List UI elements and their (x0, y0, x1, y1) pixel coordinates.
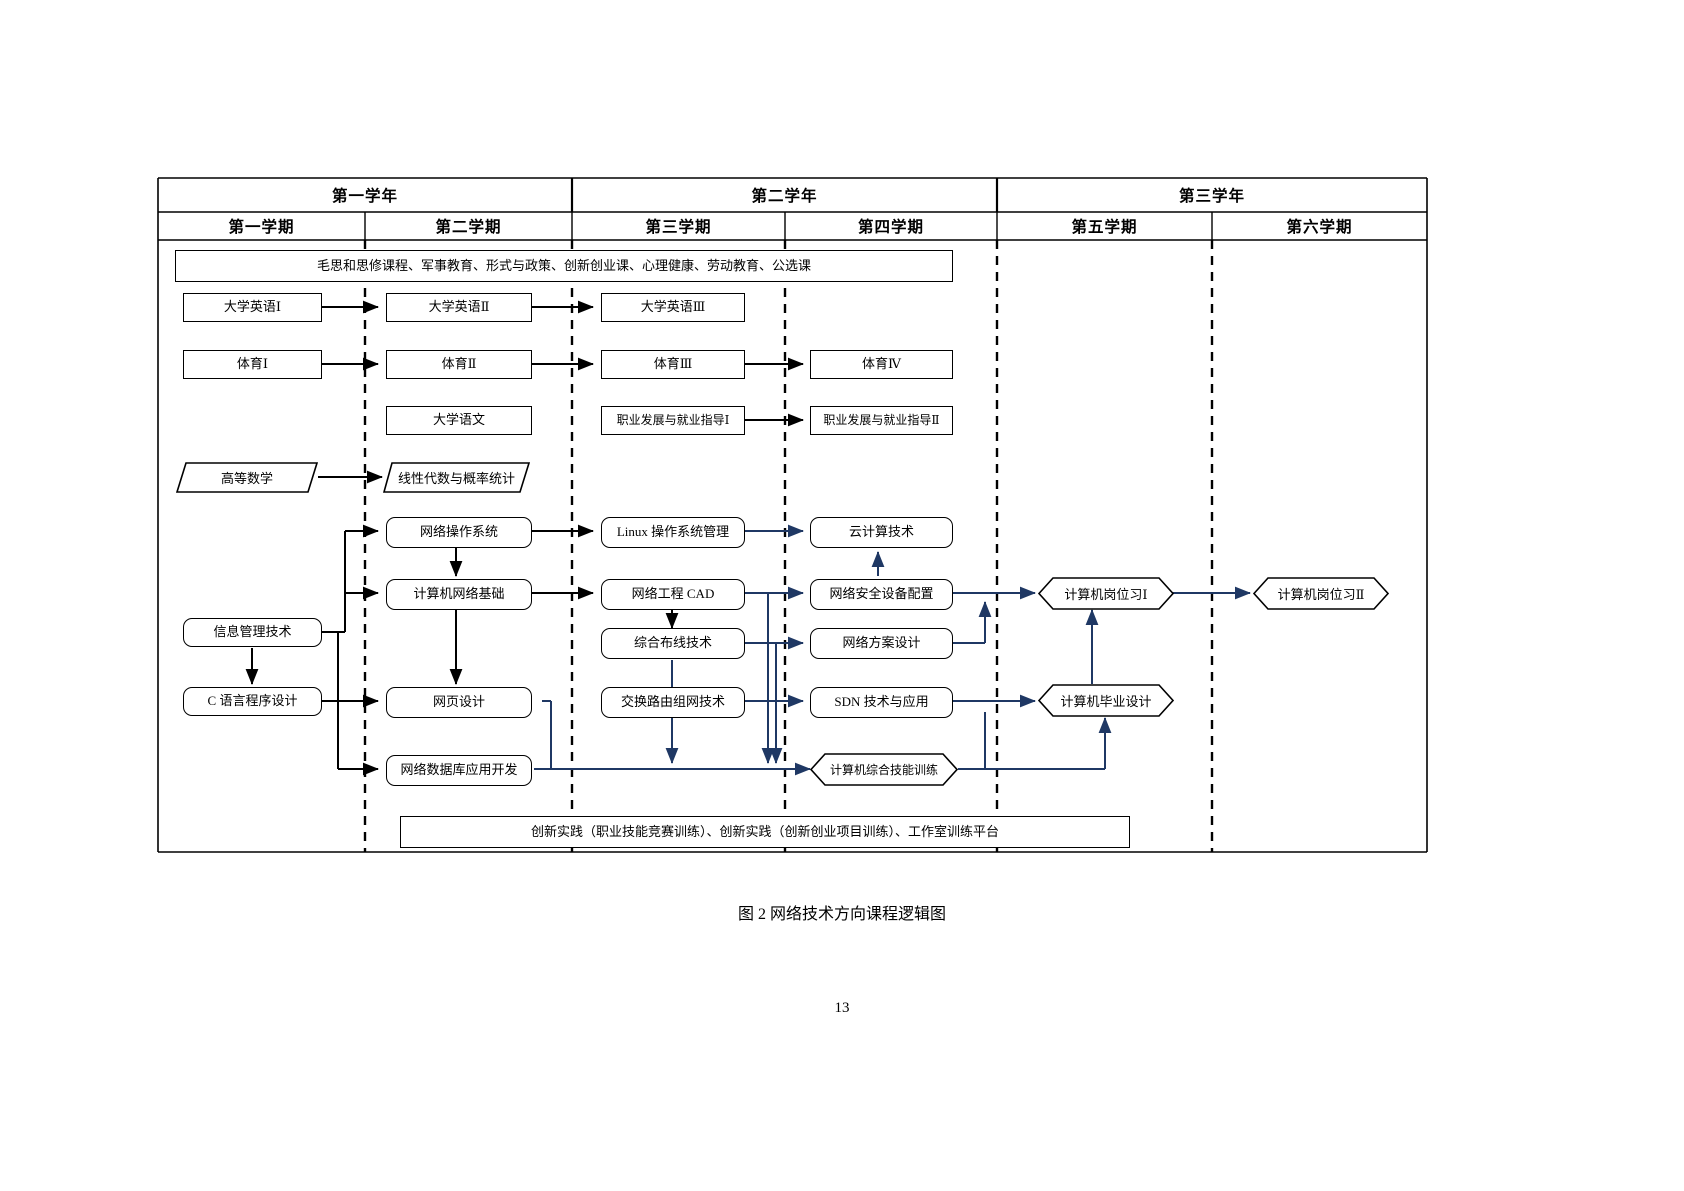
year-1-text: 第一学年 (331, 188, 398, 205)
course-label: 体育Ⅳ (862, 356, 901, 372)
course-label: Linux 操作系统管理 (616, 524, 730, 540)
course-label: 职业发展与就业指导Ⅰ (616, 412, 730, 427)
course-c-language[interactable]: C 语言程序设计 (183, 687, 324, 718)
semester-6-text: 第六学期 (1286, 219, 1353, 236)
figure-caption-text: 图 2 网络技术方向课程逻辑图 (737, 906, 946, 923)
trapezoid-shape (176, 462, 318, 493)
course-network-database-dev[interactable]: 网络数据库应用开发 (386, 755, 534, 788)
course-label: 网络工程 CAD (631, 586, 715, 602)
course-cloud-computing[interactable]: 云计算技术 (810, 517, 955, 550)
semester-label-3: 第三学期 (572, 212, 785, 240)
semester-2-text: 第二学期 (435, 219, 502, 236)
course-label: 网络方案设计 (842, 635, 921, 651)
course-switching-routing[interactable]: 交换路由组网技术 (601, 687, 747, 720)
trapezoid-shape (383, 462, 530, 493)
page-number-text: 13 (834, 1000, 850, 1016)
course-pe-3[interactable]: 体育Ⅲ (601, 350, 747, 381)
course-internship-1[interactable]: 计算机岗位习Ⅰ (1038, 577, 1174, 610)
semester-3-text: 第三学期 (645, 219, 712, 236)
semester-label-4: 第四学期 (785, 212, 997, 240)
general-education-banner-text: 毛思和思修课程、军事教育、形式与政策、创新创业课、心理健康、劳动教育、公选课 (316, 257, 811, 273)
course-web-design[interactable]: 网页设计 (386, 687, 534, 720)
course-label: 大学语文 (432, 412, 485, 428)
course-label: 计算机网络基础 (413, 586, 505, 602)
course-internship-2[interactable]: 计算机岗位习Ⅱ (1253, 577, 1389, 610)
course-label: 网络操作系统 (419, 524, 498, 540)
course-label: 云计算技术 (848, 524, 914, 540)
course-english-3[interactable]: 大学英语Ⅲ (601, 293, 745, 322)
semester-label-1: 第一学期 (158, 212, 365, 240)
course-comprehensive-skill-training[interactable]: 计算机综合技能训练 (810, 753, 958, 786)
semester-4-text: 第四学期 (857, 219, 924, 236)
course-career-guidance-2[interactable]: 职业发展与就业指导Ⅱ (810, 406, 955, 437)
course-english-1[interactable]: 大学英语Ⅰ (183, 293, 322, 322)
page-number: 13 (0, 1000, 1684, 1017)
course-graduation-design[interactable]: 计算机毕业设计 (1038, 684, 1174, 717)
semester-label-5: 第五学期 (997, 212, 1212, 240)
course-label: 体育Ⅰ (236, 356, 269, 372)
hexagon-shape (810, 753, 958, 786)
year-label-1: 第一学年 (158, 178, 572, 212)
semester-5-text: 第五学期 (1071, 219, 1138, 236)
course-label: 网络数据库应用开发 (400, 762, 518, 778)
course-network-engineering-cad[interactable]: 网络工程 CAD (601, 579, 747, 612)
course-sdn-tech[interactable]: SDN 技术与应用 (810, 687, 955, 720)
course-linux-admin[interactable]: Linux 操作系统管理 (601, 517, 747, 550)
hexagon-shape (1038, 684, 1174, 717)
course-label: 网页设计 (432, 694, 485, 710)
course-label: 计算机岗位习Ⅱ (1277, 587, 1365, 602)
course-label: 信息管理技术 (213, 624, 292, 640)
course-label: 大学英语Ⅲ (640, 299, 706, 315)
course-label: 交换路由组网技术 (620, 694, 725, 710)
innovation-practice-banner-text: 创新实践（职业技能竞赛训练）、创新实践（创新创业项目训练）、工作室训练平台 (530, 823, 999, 839)
course-structured-cabling[interactable]: 综合布线技术 (601, 628, 747, 661)
year-3-text: 第三学年 (1178, 188, 1245, 205)
course-label: 计算机毕业设计 (1060, 694, 1152, 709)
course-info-management[interactable]: 信息管理技术 (183, 618, 324, 649)
course-label: 线性代数与概率统计 (397, 471, 515, 486)
course-english-2[interactable]: 大学英语Ⅱ (386, 293, 532, 322)
course-label: 计算机岗位习Ⅰ (1064, 587, 1148, 602)
semester-label-6: 第六学期 (1212, 212, 1427, 240)
course-pe-4[interactable]: 体育Ⅳ (810, 350, 955, 381)
course-label: 大学英语Ⅰ (223, 299, 282, 315)
year-label-2: 第二学年 (572, 178, 997, 212)
course-network-security-config[interactable]: 网络安全设备配置 (810, 579, 955, 612)
course-label: 综合布线技术 (633, 635, 712, 651)
course-label: 大学英语Ⅱ (428, 299, 490, 315)
course-linear-algebra-probability[interactable]: 线性代数与概率统计 (383, 462, 530, 493)
course-label: C 语言程序设计 (207, 693, 298, 709)
general-education-banner: 毛思和思修课程、军事教育、形式与政策、创新创业课、心理健康、劳动教育、公选课 (175, 250, 953, 282)
course-college-chinese[interactable]: 大学语文 (386, 406, 534, 437)
course-label: 计算机综合技能训练 (829, 763, 938, 777)
year-2-text: 第二学年 (751, 188, 818, 205)
course-label: 体育Ⅱ (441, 356, 477, 372)
course-pe-1[interactable]: 体育Ⅰ (183, 350, 322, 379)
course-label: 网络安全设备配置 (829, 586, 934, 602)
course-label: 职业发展与就业指导Ⅱ (823, 412, 940, 427)
figure-caption: 图 2 网络技术方向课程逻辑图 (0, 900, 1684, 924)
course-career-guidance-1[interactable]: 职业发展与就业指导Ⅰ (601, 406, 745, 435)
course-computer-network-basics[interactable]: 计算机网络基础 (386, 579, 534, 612)
hexagon-shape (1038, 577, 1174, 610)
course-pe-2[interactable]: 体育Ⅱ (386, 350, 534, 381)
innovation-practice-banner: 创新实践（职业技能竞赛训练）、创新实践（创新创业项目训练）、工作室训练平台 (400, 816, 1132, 850)
semester-1-text: 第一学期 (228, 219, 295, 236)
course-label: SDN 技术与应用 (834, 694, 929, 710)
course-advanced-math[interactable]: 高等数学 (176, 462, 318, 493)
hexagon-shape (1253, 577, 1389, 610)
semester-label-2: 第二学期 (365, 212, 572, 240)
course-label: 高等数学 (220, 471, 273, 486)
year-label-3: 第三学年 (997, 178, 1427, 212)
course-network-solution-design[interactable]: 网络方案设计 (810, 628, 955, 661)
course-network-os[interactable]: 网络操作系统 (386, 517, 534, 550)
course-label: 体育Ⅲ (653, 356, 693, 372)
